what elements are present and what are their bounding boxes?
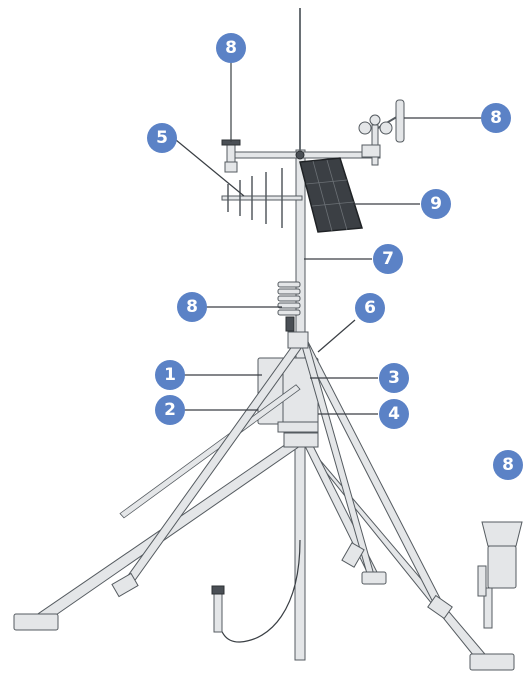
callout-label: 8: [490, 108, 502, 128]
callout-label: 9: [430, 194, 442, 214]
callout-3: 3: [379, 363, 409, 393]
callout-label: 3: [388, 368, 400, 388]
rain-gauge: [477, 521, 523, 629]
solar-panel: [299, 157, 363, 233]
crossarm: [229, 151, 381, 159]
leader-5: [175, 139, 245, 197]
callout-8-rain-gauge: 8: [493, 450, 523, 480]
antenna: [221, 168, 303, 228]
callout-7: 7: [373, 244, 403, 274]
leader-6: [317, 319, 356, 353]
soil-probe: [211, 539, 301, 643]
callout-2: 2: [155, 395, 185, 425]
callout-label: 4: [388, 404, 400, 424]
callout-9: 9: [421, 189, 451, 219]
callout-8-top: 8: [216, 33, 246, 63]
callout-label: 5: [156, 128, 168, 148]
callout-5: 5: [147, 123, 177, 153]
callout-8-middle: 8: [177, 292, 207, 322]
callout-label: 6: [364, 298, 376, 318]
tripod: [13, 331, 515, 671]
callout-label: 2: [164, 400, 176, 420]
callout-label: 7: [382, 249, 394, 269]
callout-4: 4: [379, 399, 409, 429]
callout-1: 1: [155, 360, 185, 390]
callout-label: 8: [225, 38, 237, 58]
anemometer-assembly: [358, 99, 405, 166]
callout-6: 6: [355, 293, 385, 323]
radiation-shield: [277, 281, 301, 332]
callout-label: 1: [164, 365, 176, 385]
callout-label: 8: [186, 297, 198, 317]
callout-8-right: 8: [481, 103, 511, 133]
callout-label: 8: [502, 455, 514, 475]
